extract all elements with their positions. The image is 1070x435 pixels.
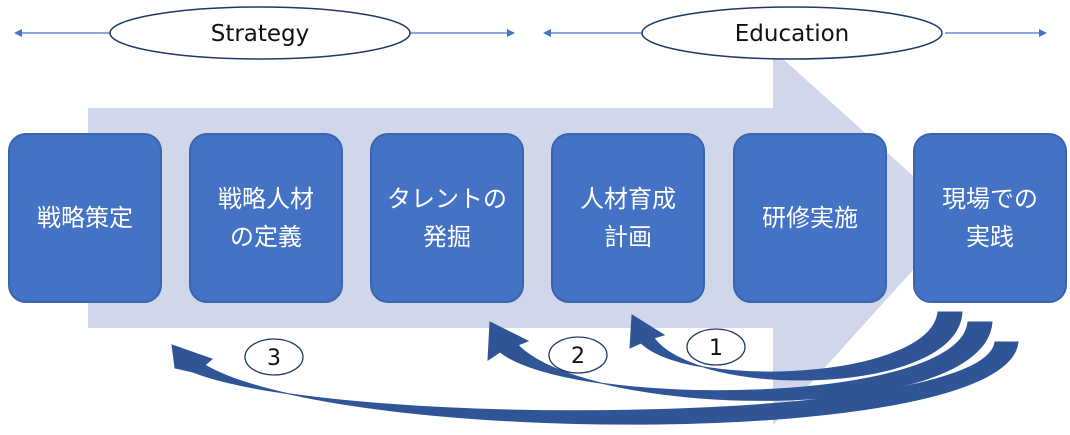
step-strategy-formulation: 戦略策定 [8,133,162,303]
feedback-number-1-circle [686,328,746,366]
step-label: タレントの 発掘 [387,185,507,251]
step-training: 研修実施 [733,133,887,303]
strategy-phase-ellipse [109,6,411,60]
step-strategic-talent-definition: 戦略人材 の定義 [189,133,343,303]
step-label: 戦略策定 [37,204,133,232]
education-phase-label: Education [735,21,850,47]
step-label: 現場での 実践 [942,185,1038,251]
step-on-the-job-practice: 現場での 実践 [913,133,1067,303]
feedback-arrow-3 [171,341,1019,425]
feedback-number-3: 3 [267,346,281,371]
feedback-number-3-circle [244,338,304,376]
feedback-arrow-1 [629,311,963,381]
feedback-number-2: 2 [571,344,585,369]
strategy-phase-label: Strategy [211,21,310,47]
education-phase-ellipse [641,6,943,60]
feedback-number-1: 1 [709,336,723,361]
feedback-arrow-2 [487,321,993,401]
feedback-number-2-circle [548,336,608,374]
step-development-plan: 人材育成 計画 [551,133,705,303]
step-label: 研修実施 [762,204,858,232]
step-label: 人材育成 計画 [580,185,676,251]
step-talent-discovery: タレントの 発掘 [370,133,524,303]
step-label: 戦略人材 の定義 [218,185,314,251]
